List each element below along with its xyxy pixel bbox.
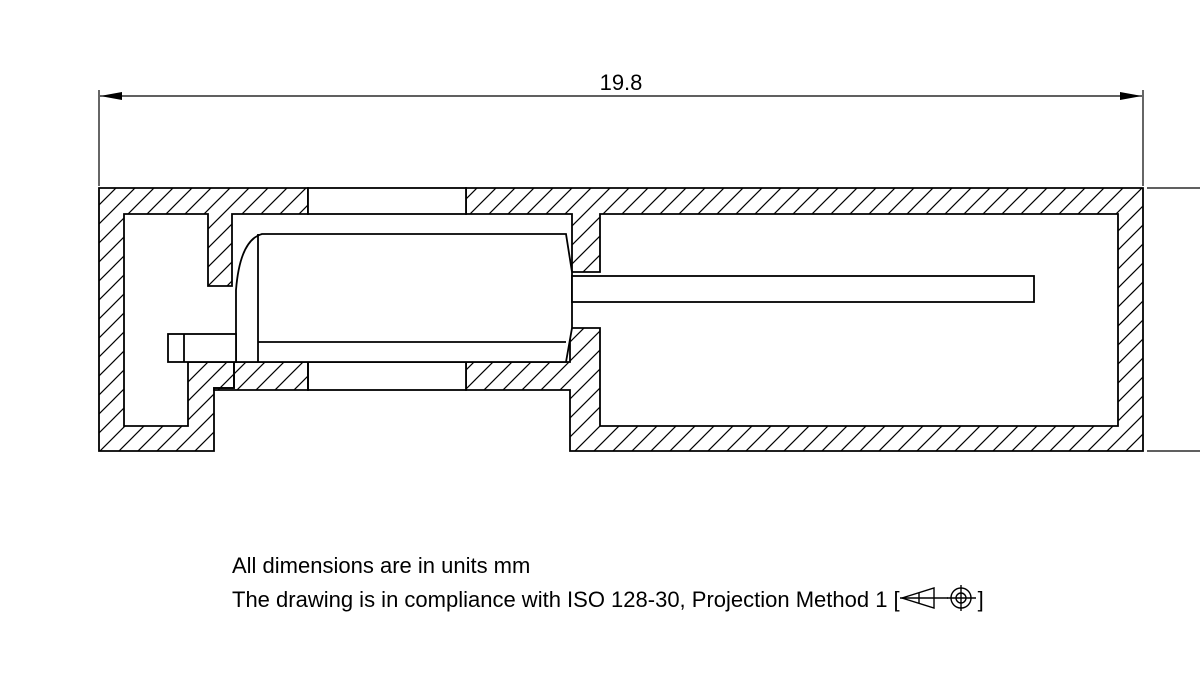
width-dimension (98, 90, 1144, 186)
first-angle-projection-icon (899, 585, 976, 611)
right-lead (571, 275, 1035, 303)
compliance-note: The drawing is in compliance with ISO 12… (232, 585, 984, 612)
dimension-value: 19.8 (600, 70, 643, 95)
component-body (235, 233, 573, 363)
housing-section (98, 187, 1144, 452)
upper-window-frame (307, 187, 467, 215)
lower-window-frame (307, 361, 467, 391)
left-lead (167, 333, 237, 363)
height-extension-lines (1147, 187, 1200, 452)
units-note: All dimensions are in units mm (232, 553, 531, 578)
internal-component (167, 233, 1035, 363)
